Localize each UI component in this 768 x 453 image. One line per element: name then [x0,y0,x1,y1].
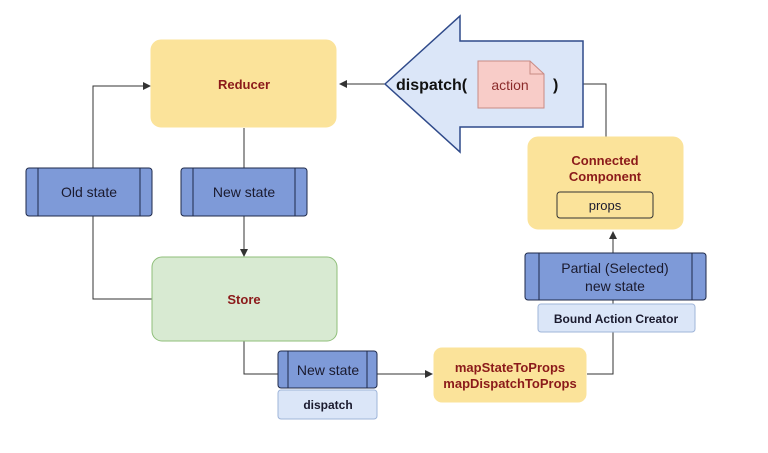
props-box [556,191,654,219]
connector-component-to-dispatch [583,83,607,137]
store-label: Store [227,292,260,307]
partial-state-label-line2: new state [585,278,645,294]
old-state-label: Old state [61,184,117,200]
map-state-to-props-label: mapStateToProps [455,360,565,375]
partial-state-node [524,252,707,301]
new-state-reducer-label: New state [213,184,275,200]
action-document-fold [529,61,544,75]
bound-action-creator-box [537,303,696,333]
map-dispatch-to-props-label: mapDispatchToProps [443,376,576,391]
new-state-store-label: New state [297,362,359,378]
action-document [477,60,545,109]
partial-state-label-line1: Partial (Selected) [561,260,668,276]
old-state-node [25,167,153,217]
map-props-node [433,347,587,403]
dispatch-box [277,389,378,420]
store-node [151,256,338,342]
dispatch-call-prefix: dispatch( [396,77,468,94]
bound-action-creator-label: Bound Action Creator [554,312,679,326]
connected-component-label-line2: Component [569,169,642,184]
action-label: action [491,77,528,93]
dispatch-box-label: dispatch [303,398,352,412]
reducer-label: Reducer [218,77,270,92]
dispatch-call-suffix: ) [553,77,558,94]
new-state-reducer-node [180,167,308,217]
connected-component-label-line1: Connected [571,153,638,168]
props-label: props [589,198,622,213]
new-state-store-node [277,350,378,389]
reducer-node [150,39,337,128]
